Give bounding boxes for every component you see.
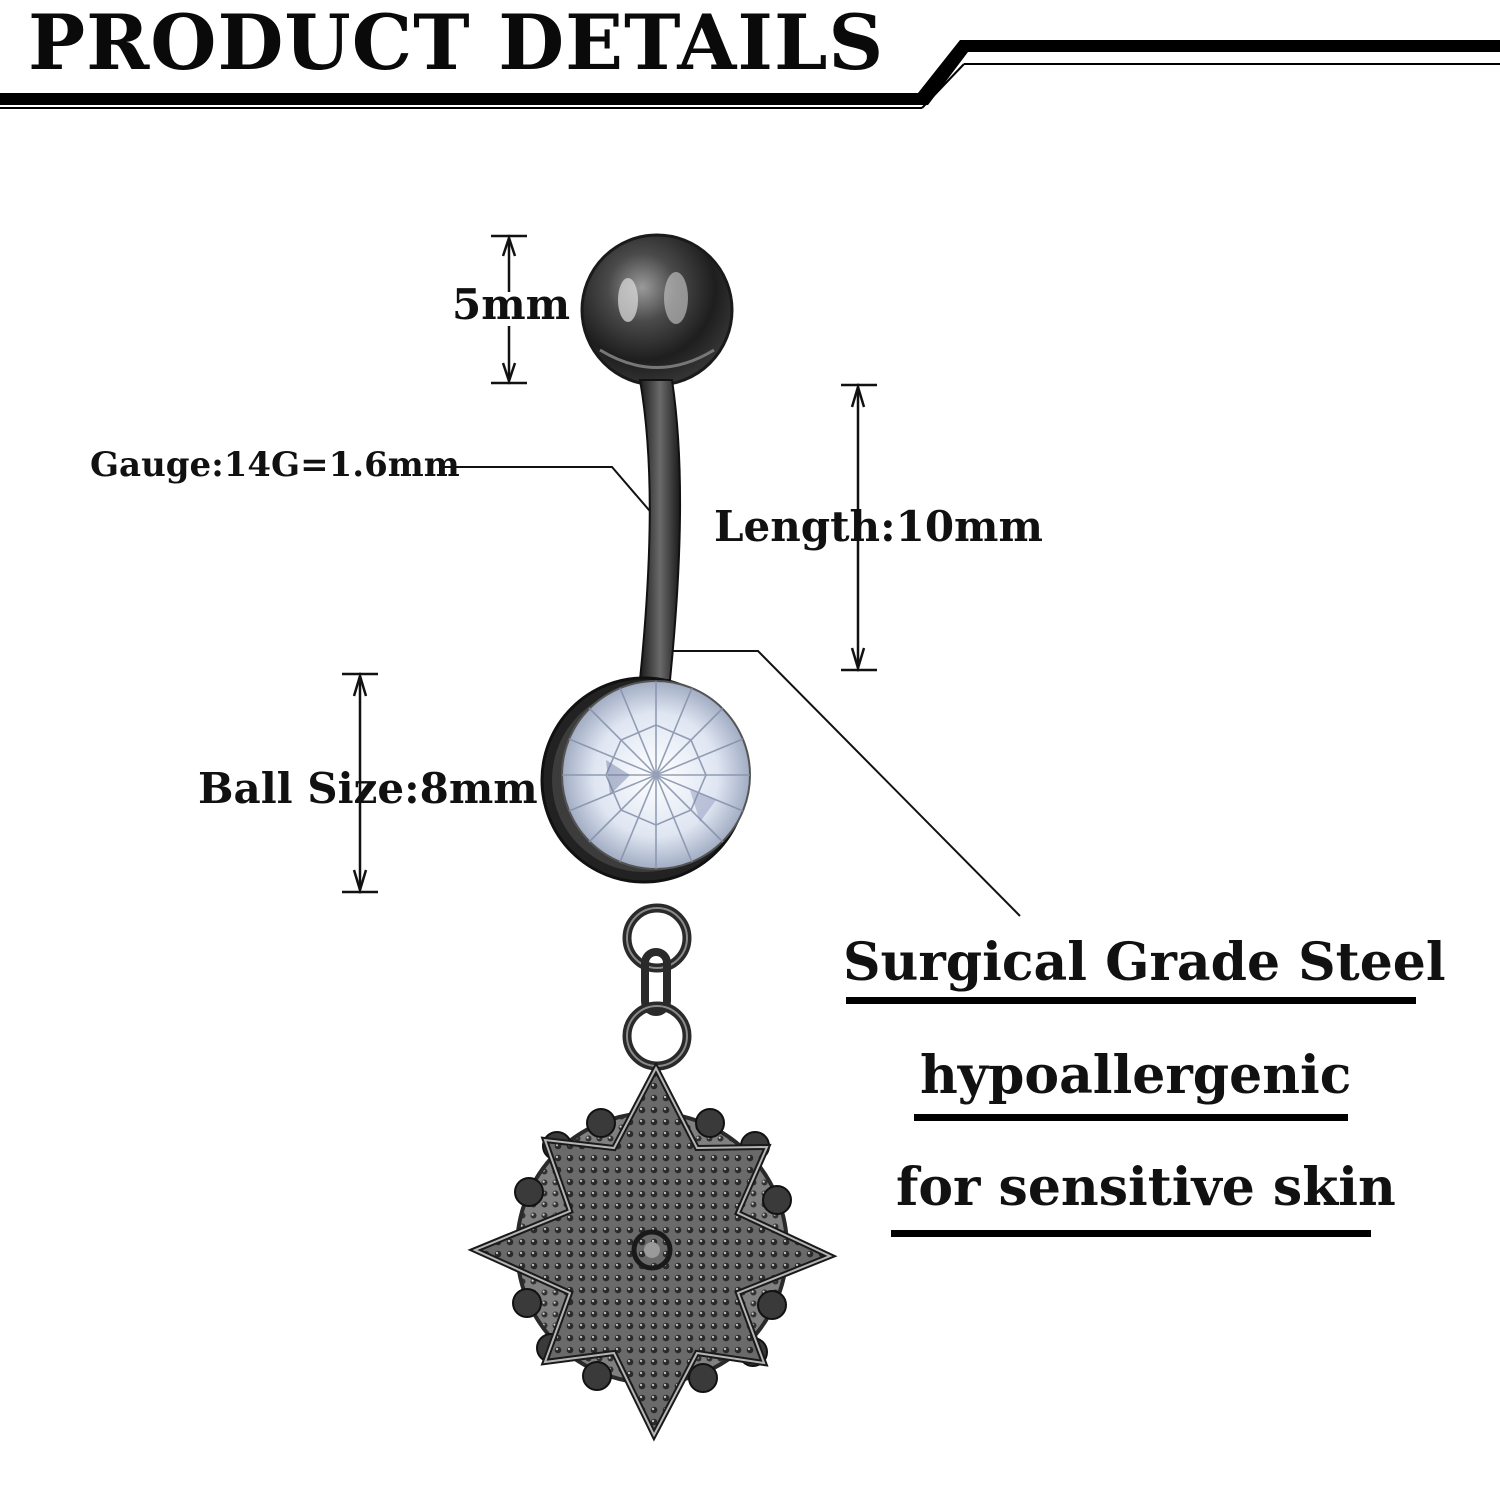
feature-surgical-steel: Surgical Grade Steel [843,932,1446,993]
ball-size-dimension [342,671,378,895]
top-ball-size-label: 5mm [452,280,571,329]
length-dimension [841,382,877,673]
ball-size-label: Ball Size:8mm [198,764,538,813]
top-ball-dimension [491,234,527,385]
leader-lines [440,466,1021,917]
gauge-label: Gauge:14G=1.6mm [90,445,460,485]
feature-hypoallergenic: hypoallergenic [920,1045,1352,1106]
feature-sensitive-skin: for sensitive skin [896,1157,1396,1218]
top-ball [580,233,734,387]
page-title: PRODUCT DETAILS [28,0,885,87]
header-rule [0,40,1500,109]
gem-facets [562,681,750,869]
star-charm [467,1061,838,1442]
length-label: Length:10mm [714,502,1043,551]
curved-bar [638,379,682,681]
feature-underlines [846,997,1416,1237]
